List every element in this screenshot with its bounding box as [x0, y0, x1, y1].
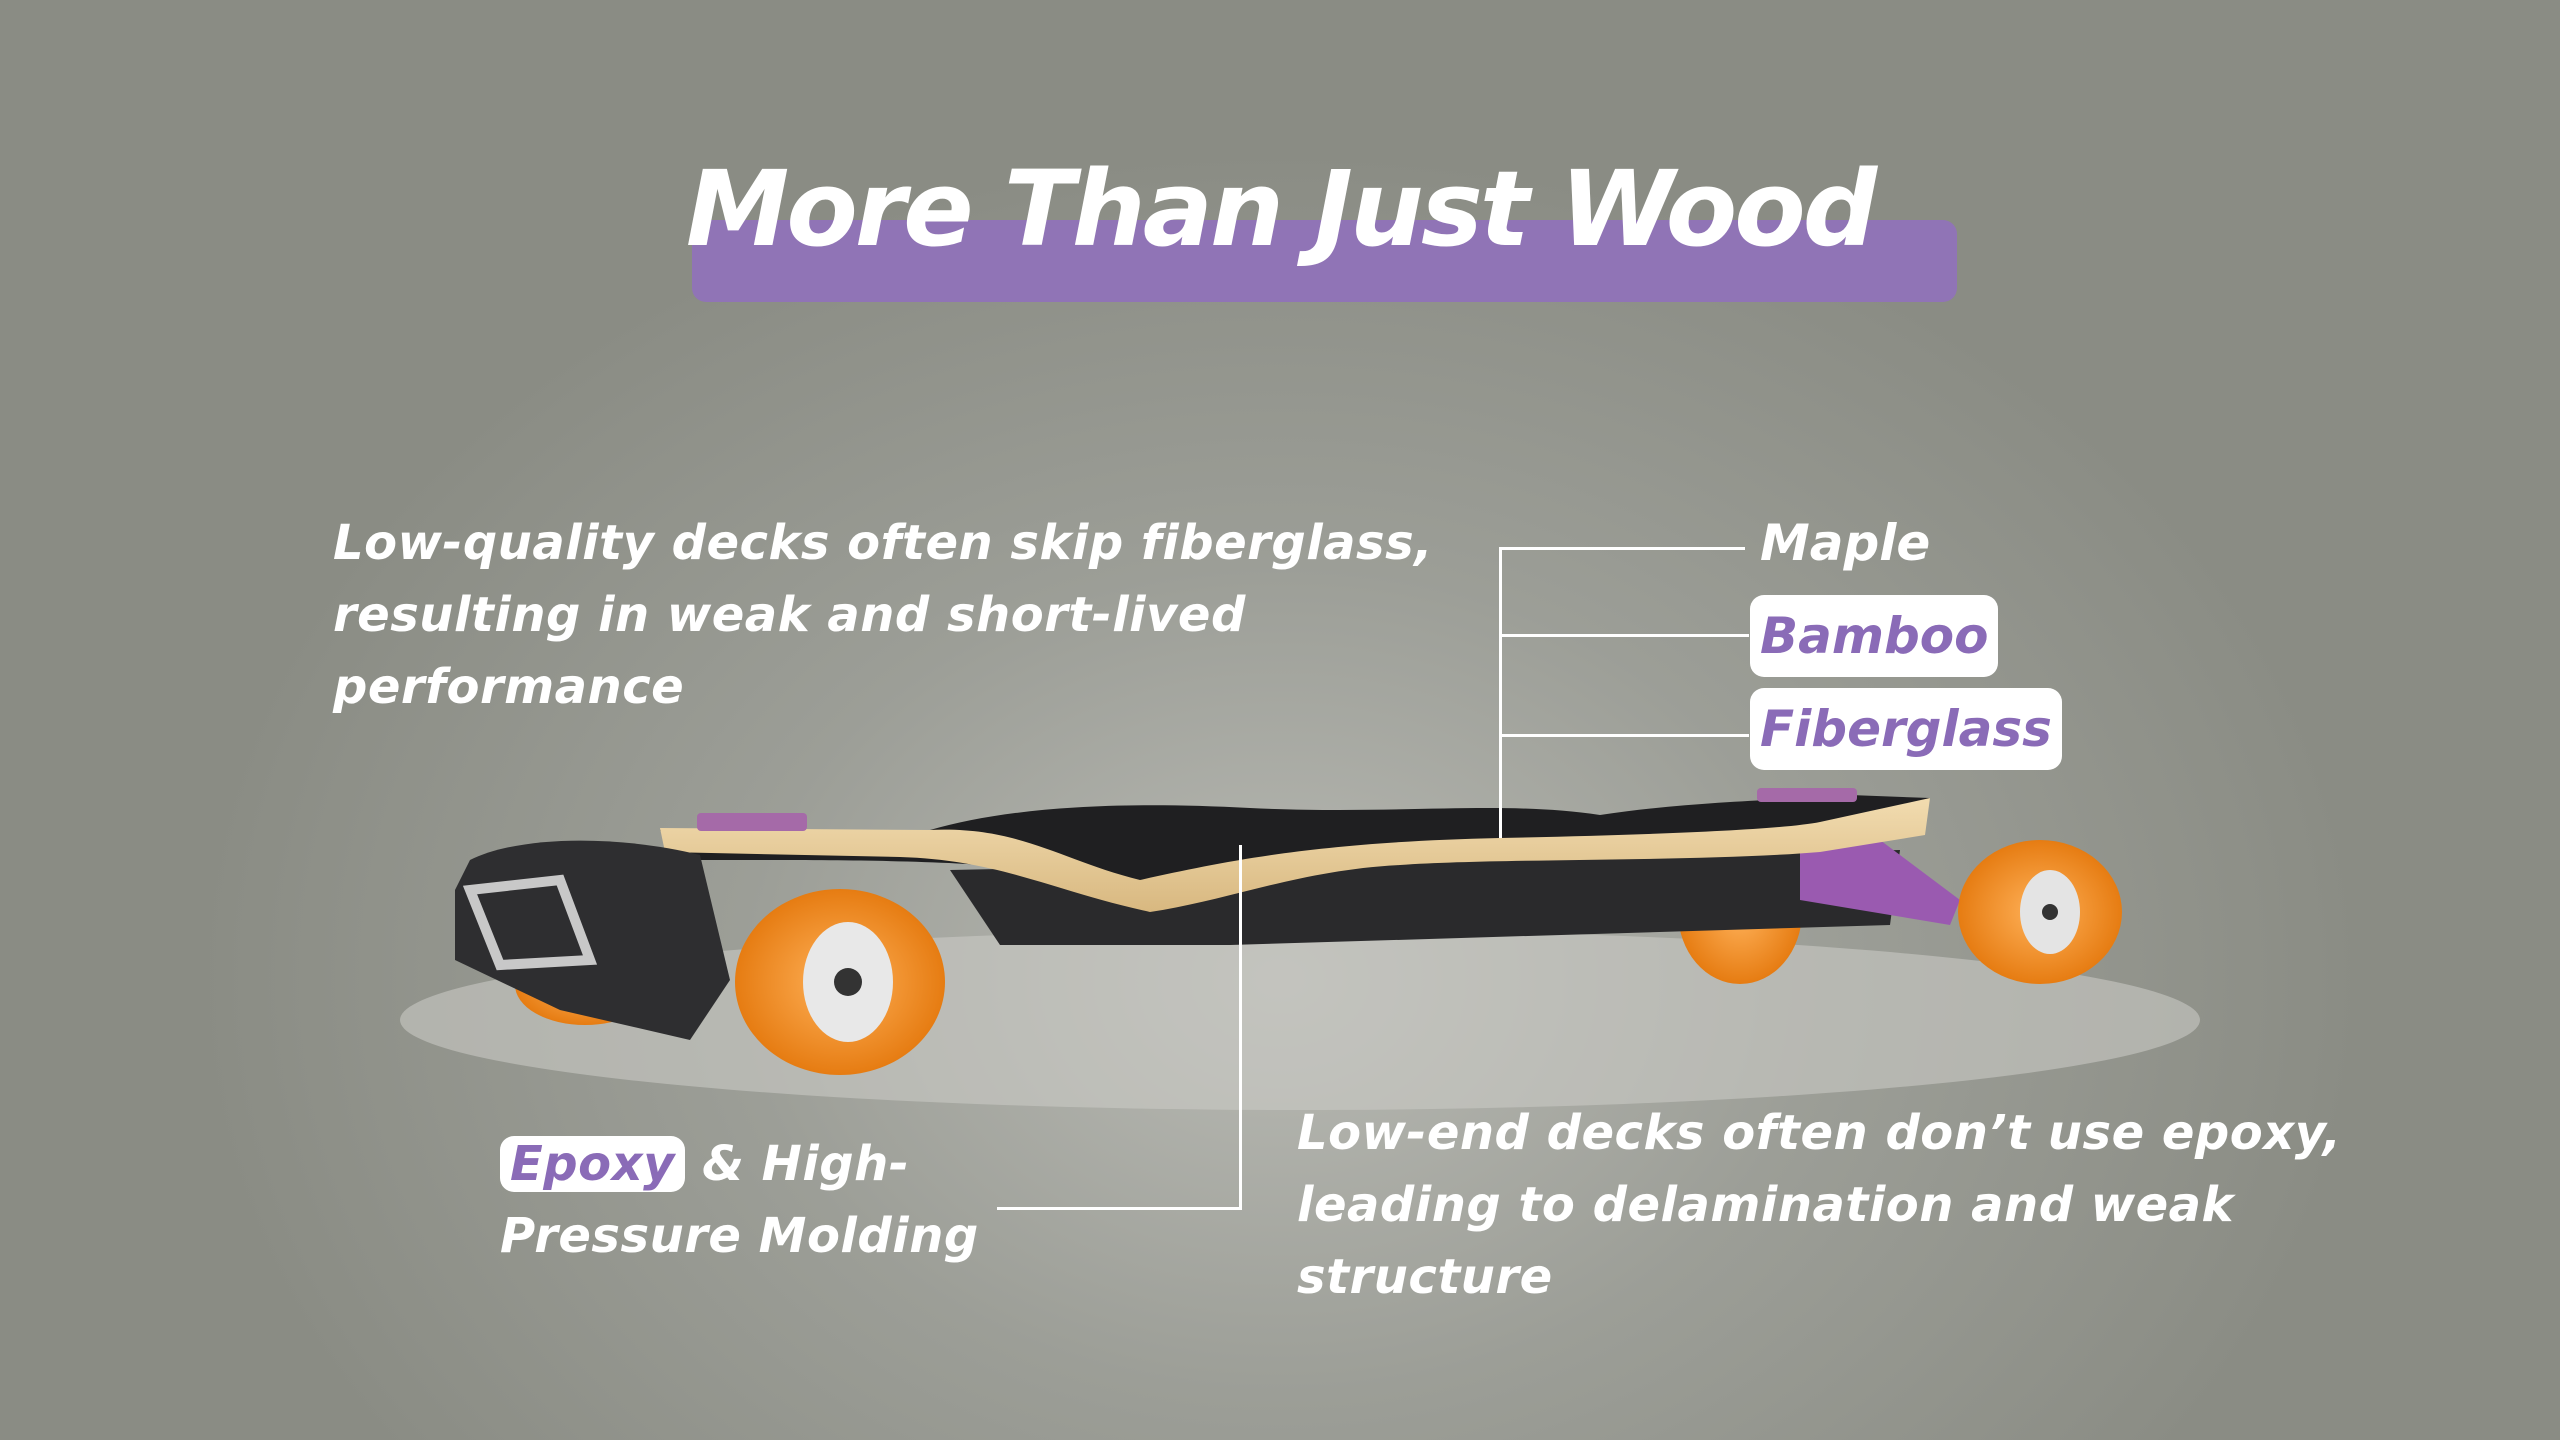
low-end-note: Low-end decks often don’t use epoxy, lea…: [1297, 1105, 2342, 1305]
riser-pad-right: [1757, 788, 1857, 802]
epoxy-molding-label: Epoxy & High-Pressure Molding: [500, 1128, 1000, 1272]
connector-maple: [1499, 547, 1745, 550]
epoxy-rest: & High-Pressure Molding: [500, 1136, 979, 1264]
title-highlight-bar: [692, 220, 1957, 302]
riser-pad-left: [697, 813, 807, 831]
page-title: More Than Just Wood: [685, 148, 1877, 270]
connector-fiberglass: [1499, 734, 1749, 737]
connector-epoxy: [997, 1207, 1242, 1210]
low-quality-note: Low-quality decks often skip fiberglass,…: [333, 515, 1433, 715]
connector-vertical-layers: [1499, 548, 1502, 838]
epoxy-highlight: Epoxy: [500, 1136, 685, 1192]
deck-edge-wood: [660, 798, 1930, 912]
layer-label-bamboo: Bamboo: [1750, 595, 1999, 677]
layer-label-maple: Maple: [1760, 514, 1931, 572]
motor-housing: [455, 840, 730, 1040]
truck-right: [1800, 830, 1960, 925]
motor-guard: [462, 874, 598, 971]
layer-label-fiberglass: Fiberglass: [1750, 688, 2062, 770]
connector-bamboo: [1499, 634, 1749, 637]
connector-vertical-epoxy: [1239, 845, 1242, 1210]
